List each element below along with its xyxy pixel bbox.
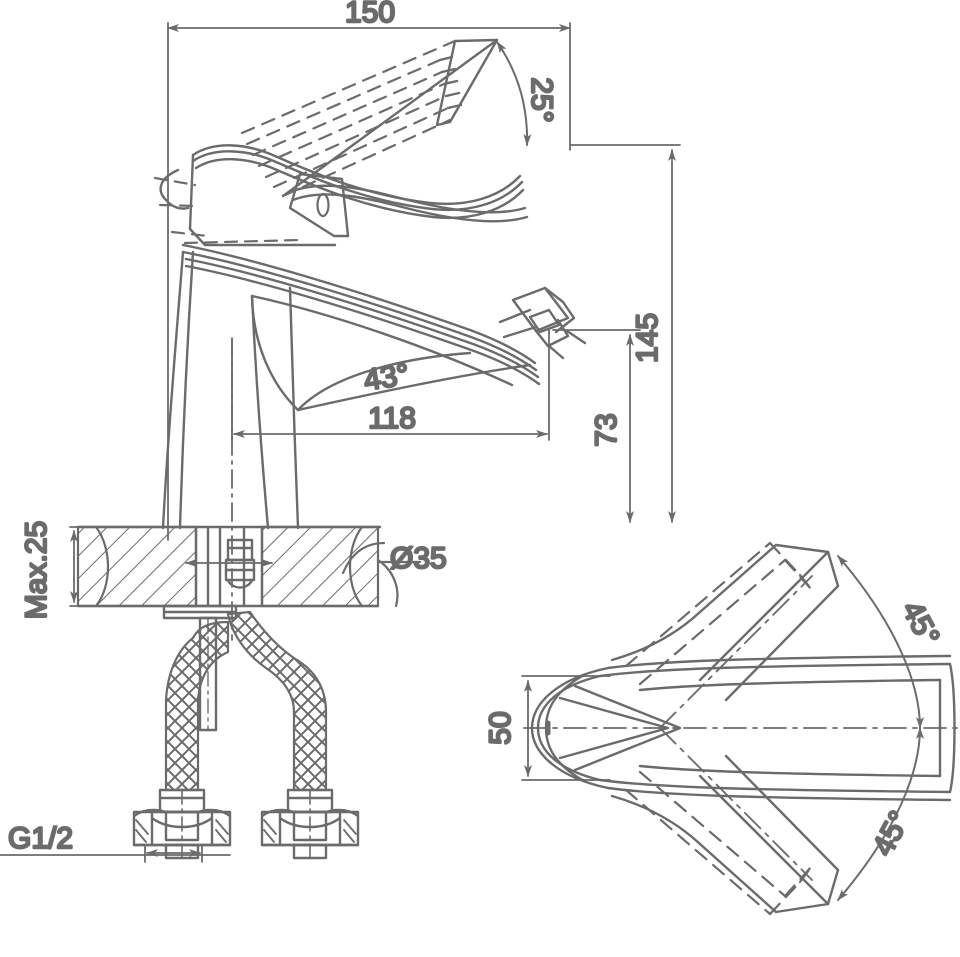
dim-43deg-label: 43°: [362, 358, 412, 398]
plan-swivel-axes: [659, 575, 813, 881]
dim-150-label: 150: [345, 0, 395, 29]
dim-25deg: [496, 41, 532, 146]
dim-max25: [69, 526, 79, 607]
lever-open-outline: [281, 38, 499, 198]
dim-25deg-label: 25°: [525, 77, 558, 122]
dim-45-lower-arc: [837, 727, 924, 901]
dim-50: [521, 675, 611, 781]
dim-g12-label: G1/2: [8, 822, 73, 855]
dim-150: [167, 22, 571, 541]
dim-max25-label: Max.25: [20, 521, 53, 619]
plan-swivel-ghost-lower-solid: [610, 754, 840, 914]
dim-hole-label: Ø35: [390, 542, 447, 575]
dim-145: [569, 144, 681, 523]
dim-73-label: 73: [590, 413, 623, 446]
plan-spout-body: [530, 654, 956, 802]
lever-open-ghost: [240, 39, 457, 198]
faucet-spout-arm: [181, 243, 541, 386]
dim-73: [552, 329, 641, 523]
faucet-column: [161, 250, 300, 530]
dim-45-upper-label: 45°: [895, 596, 945, 652]
dim-118-label: 118: [368, 402, 416, 435]
dim-145-label: 145: [631, 313, 664, 363]
countertop-section: [76, 525, 422, 732]
faucet-lever-housing: [188, 144, 529, 247]
plan-swivel-ghost-upper-solid: [610, 543, 840, 702]
dim-45-upper-arc: [837, 555, 924, 729]
body-hidden-lines: [153, 176, 302, 245]
body-left-curve: [159, 168, 190, 210]
aerator-outlet: [498, 286, 587, 360]
supply-hoses: [132, 610, 360, 863]
dim-50-label: 50: [484, 711, 517, 744]
hole-callout-leader: [341, 541, 386, 575]
dim-g12: [0, 844, 231, 863]
